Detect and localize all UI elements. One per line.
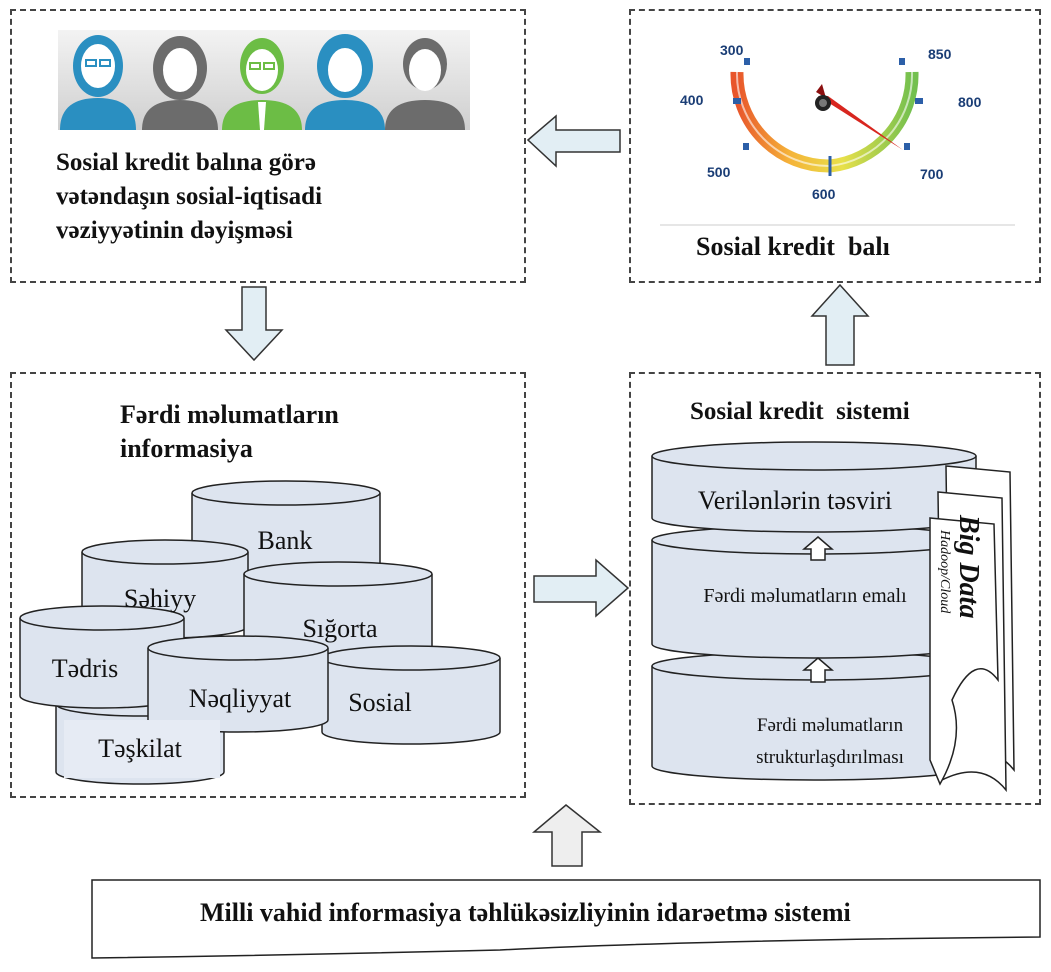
gauge-tick-label: 600 [812, 186, 836, 202]
gauge-tick-label: 700 [920, 166, 944, 182]
teskilat-label-bg [64, 720, 220, 778]
gauge-tick-label: 500 [707, 164, 731, 180]
layer-label-structuring: Fərdi məlumatların strukturlaşdırılması [756, 715, 904, 768]
db-label-bank: Bank [257, 526, 313, 555]
big-data-documents [929, 465, 1015, 793]
personal-data-title-line: Fərdi məlumatların [120, 400, 339, 429]
gauge-tick-label: 400 [680, 92, 704, 108]
layer-label-description: Verilənlərin təsviri [697, 486, 893, 515]
credit-score-caption: Sosial kredit balı [696, 232, 890, 261]
social-status-panel [10, 9, 526, 283]
big-data-sublabel: Hadoop/Cloud [937, 530, 952, 614]
social-status-caption-line: vətəndaşın sosial-iqtisadi [56, 183, 323, 210]
person-icon [60, 35, 136, 130]
personal-data-panel [10, 372, 526, 798]
person-icon [305, 34, 385, 130]
person-icon [385, 38, 465, 130]
personal-data-title: Fərdi məlumatların informasiya [120, 398, 339, 466]
footer-label: Milli vahid informasiya təhlükəsizliyini… [200, 898, 851, 927]
arrow-down [224, 286, 284, 362]
gauge-tick-label: 300 [720, 42, 744, 58]
arrow-left [526, 114, 621, 168]
credit-system-panel [629, 372, 1041, 805]
arrow-up-footer [531, 804, 603, 867]
credit-system-title: Sosial kredit sistemi [690, 398, 910, 425]
people-banner-image [58, 30, 470, 130]
database-cylinders [19, 480, 501, 785]
gauge-tick-label: 850 [928, 46, 952, 62]
db-label-sosial: Sosial [348, 688, 412, 717]
db-label-neqliyyat: Nəqliyyat [188, 684, 292, 713]
credit-score-panel [629, 9, 1041, 283]
system-stack [651, 441, 977, 781]
social-status-caption-line: vəziyyətinin dəyişməsi [56, 217, 293, 244]
arrow-right [533, 558, 630, 618]
gauge-tick-label: 800 [958, 94, 982, 110]
personal-data-title-line: informasiya [120, 434, 253, 463]
footer-banner [91, 879, 1041, 959]
db-label-teskilat: Təşkilat [98, 734, 182, 763]
db-label-sigorta: Sığorta [302, 614, 378, 643]
person-icon [142, 36, 218, 130]
layer-label-processing: Fərdi məlumatların emalı [703, 585, 907, 607]
social-status-caption-line: Sosial kredit balına görə [56, 149, 316, 176]
db-label-tedris: Tədris [51, 654, 119, 683]
social-status-caption: Sosial kredit balına görə vətəndaşın sos… [56, 146, 516, 248]
big-data-label: Big Data [953, 515, 984, 619]
credit-score-gauge [660, 58, 1015, 226]
small-up-arrows [801, 536, 835, 683]
db-label-sehiyye: Səhiyy [123, 584, 197, 613]
person-icon [222, 38, 302, 130]
arrow-up [810, 283, 870, 366]
